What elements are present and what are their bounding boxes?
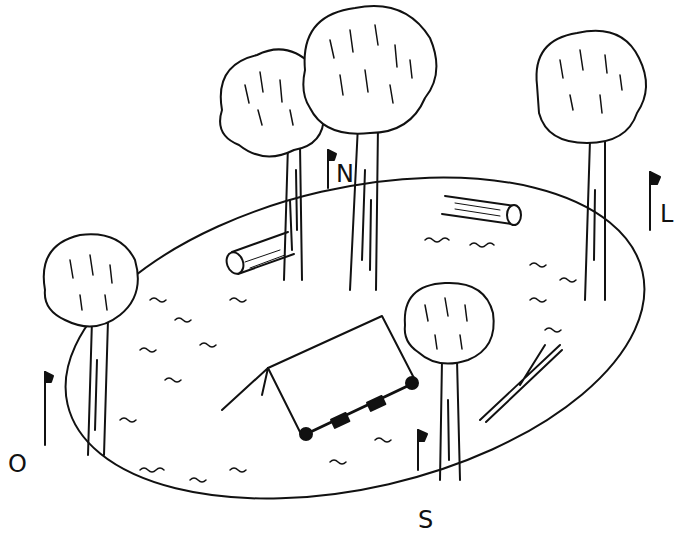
flag [418,430,427,470]
compass-label: N [336,162,354,186]
tent [222,316,418,440]
tree [303,6,436,290]
grass-marks [120,238,576,482]
flag [328,150,336,188]
compass-label: L [660,202,673,226]
flag [45,372,53,445]
flag [650,172,660,230]
tree [405,283,494,480]
tree [537,31,647,300]
clearing-outline [34,125,676,538]
compass-label: O [8,452,27,476]
firewood [480,345,562,422]
tree [44,234,138,455]
log [442,196,521,225]
compass-label: S [418,508,433,532]
